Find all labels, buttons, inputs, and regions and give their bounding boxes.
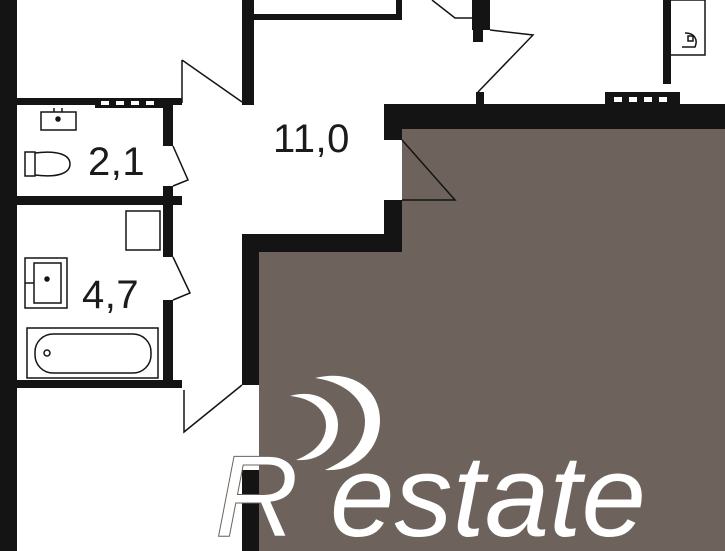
- kitchen-divider-wall: [476, 92, 484, 108]
- hall-lower-door-swing: [183, 384, 243, 434]
- entry-door-swing: [181, 59, 243, 103]
- toilet-sink: [40, 111, 77, 131]
- bath-right-wall-lower: [163, 300, 173, 385]
- kitchen-door-swing: [477, 29, 535, 93]
- bath-closet-box: [125, 210, 161, 251]
- watermark-letters: estate: [330, 431, 646, 551]
- toilet-bottom-wall: [17, 196, 182, 205]
- bath-door-swing: [172, 256, 192, 301]
- living-left-wall: [242, 234, 259, 385]
- upper-wall-right-stub: [396, 0, 402, 20]
- living-door-swing: [401, 139, 457, 201]
- fixtures: [24, 0, 706, 379]
- living-step-wall: [242, 234, 402, 252]
- closet-door-swing: [431, 0, 472, 19]
- upper-wall-left: [242, 0, 254, 105]
- watermark-letter-r: R: [215, 431, 299, 551]
- bathroom-area-label: 4,7: [82, 273, 139, 317]
- doors: [125, 0, 535, 434]
- toilet-door-swing: [172, 145, 189, 187]
- bathtub-icon: [26, 327, 159, 379]
- closet-wall-stub: [473, 30, 483, 42]
- toilet-area-label: 2,1: [88, 140, 145, 184]
- living-left-upper-wall: [384, 104, 402, 140]
- signal-arcs-icon: [290, 375, 380, 471]
- toilet-right-wall: [163, 98, 173, 146]
- left-outer-wall: [0, 0, 17, 551]
- toilet-vent-block: [95, 98, 165, 108]
- bath-right-wall: [163, 205, 173, 257]
- bath-bottom-wall: [17, 380, 182, 388]
- living-top-wall: [384, 104, 725, 129]
- toilet-right-wall-lower: [163, 186, 173, 205]
- kitchen-vent-block: [605, 92, 680, 106]
- closet-wall: [472, 0, 490, 30]
- hall-area-label: 11,0: [273, 117, 350, 161]
- upper-wall-top: [254, 14, 400, 20]
- vent-marks: [102, 98, 665, 104]
- restate-watermark: R estate: [215, 375, 646, 551]
- living-room-area: [259, 129, 725, 551]
- bath-sink-icon: [24, 257, 68, 309]
- kitchen-sink-icon: [666, 0, 706, 56]
- toilet-icon: [24, 151, 71, 177]
- living-left-bottom-wall: [242, 470, 259, 551]
